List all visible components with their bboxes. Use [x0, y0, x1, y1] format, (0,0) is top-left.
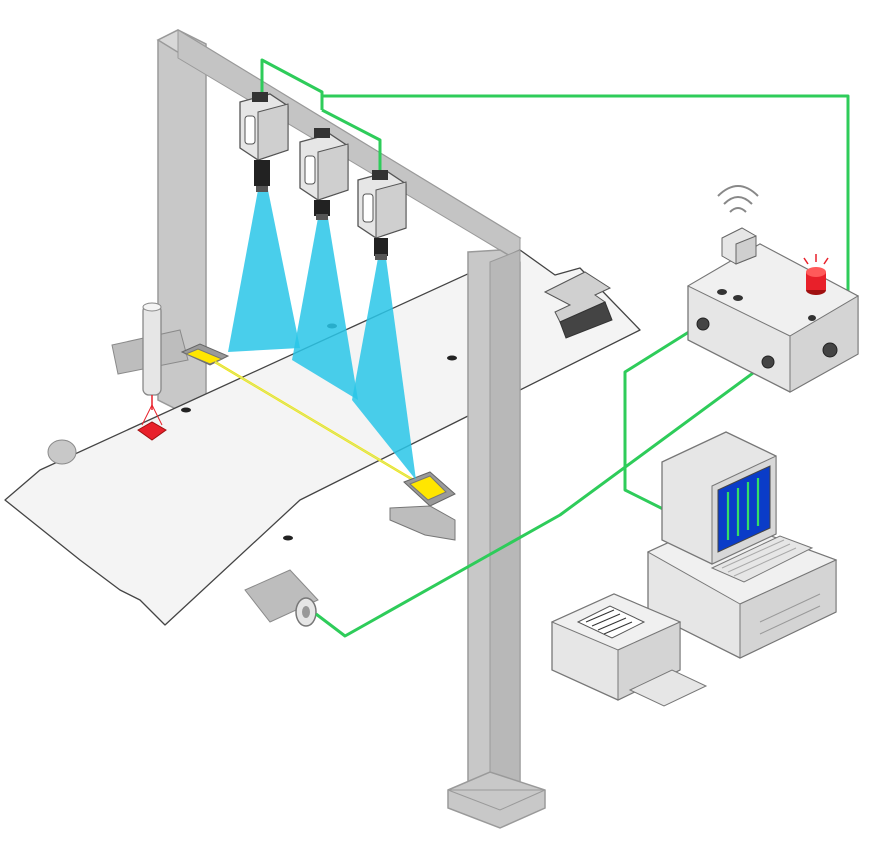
camera-beam-3 — [352, 258, 416, 480]
wireless-module — [721, 227, 757, 265]
web-direction-arrow-icon — [543, 271, 613, 339]
camera-1 — [239, 92, 289, 192]
cable-controller-pc — [623, 323, 701, 512]
alarm-lamp-icon — [803, 254, 829, 295]
printed-report — [576, 605, 646, 639]
marking-unit-icon — [137, 302, 167, 441]
cable-encoder-controller — [315, 360, 769, 638]
printer-icon — [550, 593, 708, 707]
controller-box-icon — [686, 185, 860, 393]
cable-camera3 — [321, 108, 382, 178]
frame-right-column — [447, 249, 546, 829]
camera-fields-of-view — [228, 190, 416, 480]
encoder-icon — [244, 569, 319, 627]
keyboard — [710, 535, 814, 583]
camera-icon — [239, 92, 407, 260]
left-roller-end — [47, 439, 77, 465]
wireless-signal-icon — [717, 185, 759, 213]
camera-beam-1 — [228, 190, 300, 352]
camera-3 — [357, 170, 407, 260]
screen-traces — [726, 478, 760, 540]
camera-2 — [299, 128, 349, 220]
strobe-bar — [180, 343, 456, 541]
camera-beam-2 — [292, 218, 358, 400]
computer-icon — [646, 431, 838, 659]
